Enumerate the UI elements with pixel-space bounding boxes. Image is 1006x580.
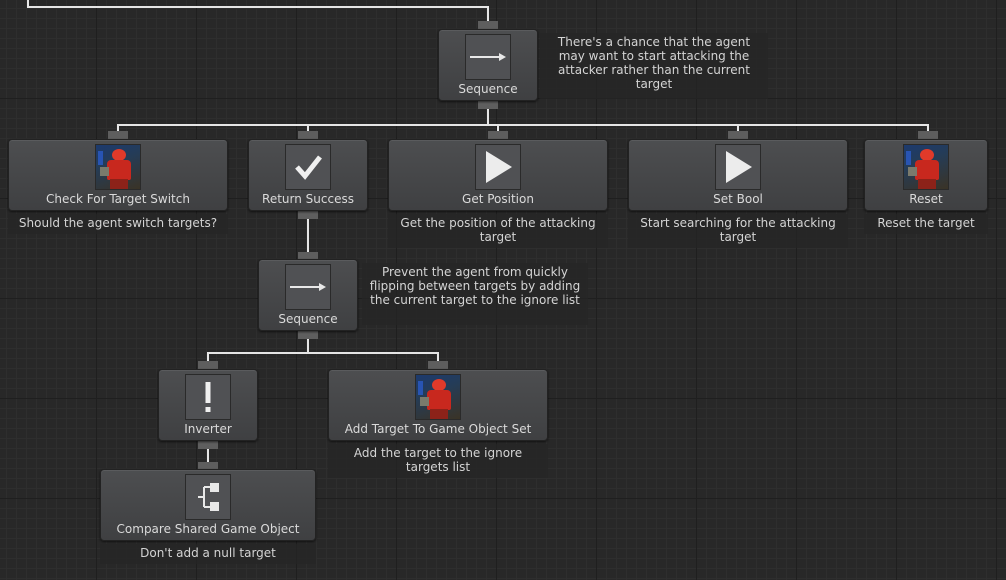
wire-from-parent [27,0,489,21]
conditional-branch-icon [185,474,231,520]
add-target-to-game-object-set-node[interactable]: Add Target To Game Object Set [328,369,548,441]
node-comment: Don't add a null target [100,544,316,564]
output-port[interactable] [198,440,218,449]
input-port[interactable] [488,131,508,140]
input-port[interactable] [198,462,218,471]
node-comment: Prevent the agent from quickly flipping … [362,263,588,325]
node-label: Add Target To Game Object Set [344,422,532,436]
node-label: Sequence [458,82,518,96]
output-port[interactable] [298,210,318,219]
output-port[interactable] [298,330,318,339]
node-label: Check For Target Switch [46,192,190,206]
character-portrait-icon [415,374,461,420]
set-bool-node[interactable]: Set Bool [628,139,848,211]
play-icon [475,144,521,190]
sequence-node[interactable]: Sequence [438,29,538,101]
compare-shared-game-object-node[interactable]: Compare Shared Game Object [100,469,316,541]
node-comment: Should the agent switch targets? [8,214,228,234]
node-label: Return Success [262,192,354,206]
node-label: Reset [909,192,943,206]
output-port[interactable] [478,100,498,109]
return-success-node[interactable]: Return Success [248,139,368,211]
character-portrait-icon [903,144,949,190]
node-label: Sequence [278,312,338,326]
input-port[interactable] [918,131,938,140]
node-comment: There's a chance that the agent may want… [540,33,768,99]
node-comment: Add the target to the ignore targets lis… [328,444,548,478]
input-port[interactable] [478,21,498,30]
node-label: Compare Shared Game Object [116,522,300,536]
node-label: Get Position [462,192,534,206]
node-comment: Reset the target [864,214,988,234]
input-port[interactable] [108,131,128,140]
wire-sequence-top-children [117,101,929,131]
input-port[interactable] [298,131,318,140]
input-port[interactable] [728,131,748,140]
node-label: Set Bool [713,192,763,206]
node-comment: Start searching for the attacking target [628,214,848,248]
arrow-right-icon [465,34,511,80]
sequence-node[interactable]: Sequence [258,259,358,331]
reset-node[interactable]: Reset [864,139,988,211]
input-port[interactable] [198,361,218,370]
inverter-node[interactable]: Inverter [158,369,258,441]
node-comment: Get the position of the attacking target [388,214,608,248]
character-portrait-icon [95,144,141,190]
exclamation-icon [185,374,231,420]
check-for-target-switch-node[interactable]: Check For Target Switch [8,139,228,211]
arrow-right-icon [285,264,331,310]
input-port[interactable] [298,252,318,261]
wire-sequence-mid-children [207,331,439,361]
input-port[interactable] [428,361,448,370]
checkmark-icon [285,144,331,190]
node-label: Inverter [184,422,232,436]
get-position-node[interactable]: Get Position [388,139,608,211]
play-icon [715,144,761,190]
